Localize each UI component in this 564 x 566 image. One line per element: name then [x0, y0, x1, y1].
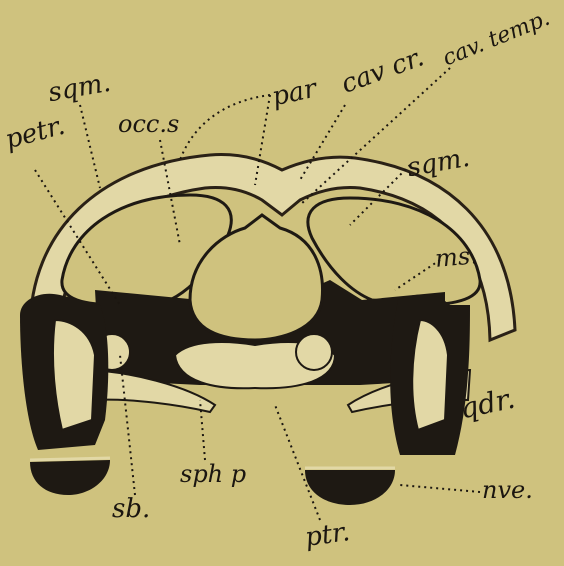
right-condyle-cap [305, 470, 395, 505]
label-ms: ms. [434, 243, 479, 271]
label-ptr: ptr. [303, 519, 351, 551]
label-occ-s: occ.s [118, 112, 179, 136]
leader-nve [400, 485, 480, 492]
left-condyle-cap [30, 460, 110, 495]
leader-par [180, 95, 270, 160]
left-condyle-line [30, 458, 110, 460]
label-sph-p: sph p [180, 462, 246, 486]
leader-sqm-top [80, 105, 100, 188]
label-sb: sb. [112, 496, 150, 522]
right-foramen [296, 334, 332, 370]
leader-ptr [275, 405, 320, 520]
label-nve: nve. [482, 478, 533, 502]
right-quadrate-inner [412, 320, 448, 430]
